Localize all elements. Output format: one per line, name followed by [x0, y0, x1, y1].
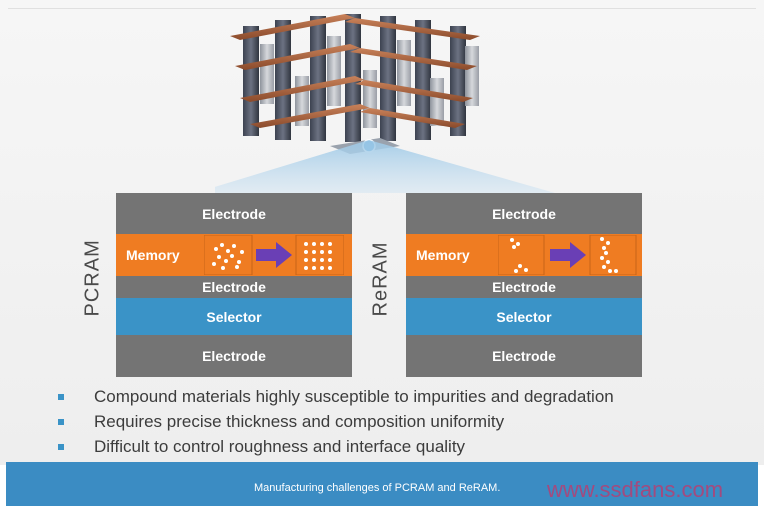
pcram-memory-layer: Memory: [116, 234, 352, 276]
reram-memory-label: Memory: [416, 247, 470, 263]
figure-caption: Manufacturing challenges of PCRAM and Re…: [254, 482, 501, 494]
list-item: Compound materials highly susceptible to…: [52, 384, 614, 409]
pcram-selector-label: Selector: [206, 308, 262, 325]
crossbar-array-illustration: [230, 14, 480, 154]
reram-selector-layer: Selector: [406, 298, 642, 335]
bullet-text: Requires precise thickness and compositi…: [94, 411, 505, 431]
reram-middle-electrode-label: Electrode: [492, 279, 556, 295]
reram-selector-label: Selector: [496, 308, 552, 325]
pcram-phase-change-graphic: [204, 235, 344, 275]
pcram-top-electrode-label: Electrode: [202, 205, 266, 222]
pcram-middle-electrode: Electrode: [116, 276, 352, 298]
reram-stack: Electrode Memory Electrode: [406, 193, 642, 377]
pcram-selector-layer: Selector: [116, 298, 352, 335]
reram-memory-layer: Memory: [406, 234, 642, 276]
bullet-text: Compound materials highly susceptible to…: [94, 386, 614, 406]
zoom-beam: [215, 140, 555, 193]
slide: Electrode Memory: [0, 0, 764, 465]
reram-bottom-electrode: Electrode: [406, 335, 642, 377]
reram-arrow-icon: [550, 242, 586, 268]
pcram-memory-label: Memory: [126, 247, 180, 263]
reram-top-electrode-label: Electrode: [492, 205, 556, 222]
reram-filament-graphic: [498, 235, 637, 275]
pcram-middle-electrode-label: Electrode: [202, 279, 266, 295]
pcram-side-label: PCRAM: [81, 239, 104, 317]
pcram-bottom-electrode-label: Electrode: [202, 348, 266, 364]
bullet-icon: [58, 443, 64, 450]
reram-middle-electrode: Electrode: [406, 276, 642, 298]
reram-bottom-electrode-label: Electrode: [492, 348, 556, 364]
reram-top-electrode: Electrode: [406, 193, 642, 234]
watermark-text: www.ssdfans.com: [547, 477, 724, 502]
pcram-arrow-icon: [256, 242, 292, 268]
slide-border: [8, 8, 756, 9]
list-item: Requires precise thickness and compositi…: [52, 409, 614, 434]
pcram-top-electrode: Electrode: [116, 193, 352, 234]
reram-side-label: ReRAM: [369, 241, 392, 317]
bullet-icon: [58, 418, 64, 425]
list-item: Difficult to control roughness and inter…: [52, 434, 614, 459]
bullet-icon: [58, 393, 64, 400]
bullet-text: Difficult to control roughness and inter…: [94, 436, 466, 456]
pcram-stack: Electrode Memory: [116, 193, 352, 377]
caption-bar: Manufacturing challenges of PCRAM and Re…: [6, 462, 758, 506]
pcram-bottom-electrode: Electrode: [116, 335, 352, 377]
challenge-list: Compound materials highly susceptible to…: [52, 384, 614, 459]
